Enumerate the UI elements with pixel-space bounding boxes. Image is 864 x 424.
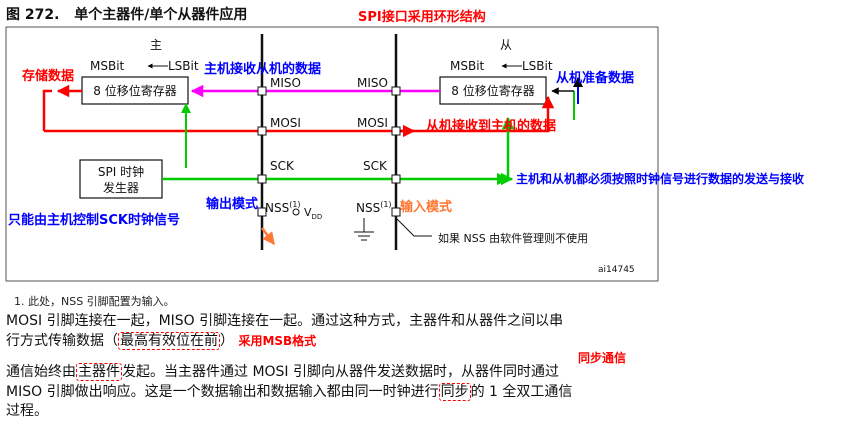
annotation-store-data: 存储数据 [22,68,74,84]
junction-master-mosi [257,126,267,136]
slave-msbit-label: MSBit [450,59,485,73]
master-msbit-label: MSBit [90,59,125,73]
slave-shift-register-label: 8 位移位寄存器 [451,83,534,98]
diagram-frame [5,26,659,282]
slave-shift-register [439,76,547,105]
master-label: 主 [150,38,162,52]
spi-clock-generator [79,159,163,199]
slave-nss-text: NSS [356,201,380,215]
annotation-clock-sync: 主机和从机都必须按照时钟信号进行数据的发送与接收 [516,171,804,186]
master-shift-register-label: 8 位移位寄存器 [93,83,176,98]
annotation-input-mode: 输入模式 [400,199,452,215]
figure-heading: 图 272. 单个主器件/单个从器件应用 [6,4,247,24]
master-device-box: 主器件 [76,363,122,381]
master-mosi-label: MOSI [270,116,301,130]
paragraph2-line1-pre: 通信始终由 [6,364,76,380]
sync-box: 同步 [438,383,471,401]
master-miso-label: MISO [270,76,301,90]
nss-note-leader [395,217,432,237]
vdd-text: V [304,206,312,219]
slave-nss-label: NSS(1) [356,200,392,215]
master-nss-orange-arrow [261,227,275,245]
slave-mosi-label: MOSI [357,116,388,130]
spi-diagram: 主 从 MSBit LSBit 8 位移位寄存器 MSBit LSBit 8 位… [5,26,804,282]
paragraph1-line2: 行方式传输数据（最高有效位在前） 采用MSB格式 [6,331,316,351]
msb-first-box: 最高有效位在前 [118,332,220,350]
master-nss-label: NSS(1) [265,200,301,215]
sync-comm-note: 同步通信 [578,351,627,365]
paragraph2-line2-pre: MISO 引脚做出响应。这是一个数据输出和数据输入都由同一时钟进行 [6,384,439,400]
annotation-clock-master-only: 只能由主机控制SCK时钟信号 [8,212,180,228]
nss-note: 如果 NSS 由软件管理则不使用 [438,231,588,245]
paragraph1-line2-pre: 行方式传输数据（ [6,333,118,349]
clock-generator-line1: SPI 时钟 [98,164,144,179]
master-nss-sup: (1) [289,200,300,209]
junction-slave-nss [391,207,401,217]
paragraph2-line2: MISO 引脚做出响应。这是一个数据输出和数据输入都由同一时钟进行同步的 1 全… [6,382,572,402]
master-lsbit-label: LSBit [168,59,199,73]
junction-slave-mosi [391,126,401,136]
annotation-master-receive: 主机接收从机的数据 [204,61,321,77]
paragraph1-line1: MOSI 引脚连接在一起，MISO 引脚连接在一起。通过这种方式，主器件和从器件… [6,313,564,329]
bus-junctions [257,86,401,217]
vdd-sub: DD [312,213,323,221]
junction-master-nss [257,207,267,217]
paragraph2-line3: 过程。 [6,403,48,419]
figure-red-note: SPI接口采用环形结构 [358,10,486,25]
annotation-slave-prepare: 从机准备数据 [556,70,634,86]
slave-label: 从 [500,38,512,52]
msb-format-note: 采用MSB格式 [238,334,317,348]
master-loop-line [42,89,52,131]
slave-lsbit-label: LSBit [522,59,553,73]
annotation-output-mode: 输出模式 [206,196,258,212]
paragraph2-line1-post: 发起。当主器件通过 MOSI 引脚向从器件发送数据时，从器件同时通过 [122,364,560,380]
annotation-slave-receive: 从机接收到主机的数据 [426,118,556,134]
junction-slave-sck [391,174,401,184]
clock-generator-line2: 发生器 [103,180,139,195]
junction-master-miso [257,86,267,96]
master-nss-terminal [292,208,300,216]
paragraph2-line1: 通信始终由主器件发起。当主器件通过 MOSI 引脚向从器件发送数据时，从器件同时… [6,362,559,382]
master-nss-text: NSS [265,201,289,215]
junction-slave-miso [391,86,401,96]
slave-sck-label: SCK [363,159,388,173]
vdd-label: VDD [304,206,322,221]
slave-miso-label: MISO [357,76,388,90]
master-sck-label: SCK [270,159,295,173]
figure-id: ai14745 [598,265,635,275]
paragraph1-line2-post: ） [220,333,234,349]
paragraph2-line2-post: 的 1 全双工通信 [470,384,573,400]
junction-master-sck [257,174,267,184]
slave-nss-sup: (1) [380,200,391,209]
ground-icon [354,231,374,241]
figure-number: 图 272. [6,7,60,23]
footnote: 1. 此处，NSS 引脚配置为输入。 [14,295,175,308]
figure-title: 单个主器件/单个从器件应用 [74,7,248,23]
mosi-slave-feed [396,95,555,133]
